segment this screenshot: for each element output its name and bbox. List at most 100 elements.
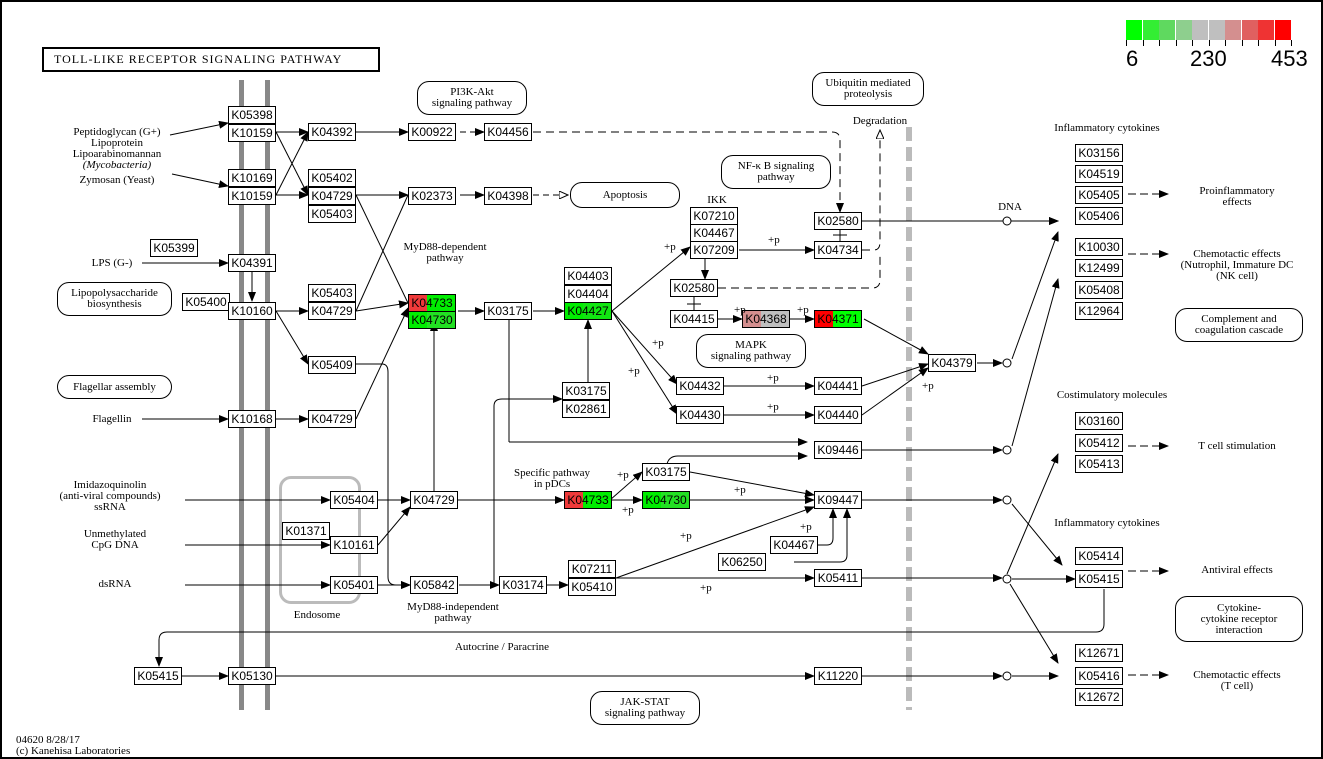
- gene-node[interactable]: K05409: [308, 356, 356, 374]
- gene-node[interactable]: K04729: [410, 491, 458, 509]
- gene-node[interactable]: K12964: [1075, 302, 1123, 320]
- gene-node[interactable]: K04404: [564, 285, 612, 303]
- gene-node[interactable]: K02861: [562, 400, 610, 418]
- gene-node[interactable]: K05412: [1075, 434, 1123, 452]
- gene-node[interactable]: K11220: [814, 667, 862, 685]
- gene-node[interactable]: K10168: [228, 410, 276, 428]
- gene-node[interactable]: K05398: [228, 106, 276, 124]
- gene-node-label: K04379: [931, 356, 973, 370]
- gene-node[interactable]: K04398: [484, 187, 532, 205]
- gene-node[interactable]: K03156: [1075, 144, 1123, 162]
- gene-node[interactable]: K04467: [770, 536, 818, 554]
- gene-node[interactable]: K05413: [1075, 455, 1123, 473]
- gene-node[interactable]: K04730: [642, 491, 690, 509]
- expression-fill-left: [565, 492, 584, 508]
- gene-node[interactable]: K04403: [564, 267, 612, 285]
- gene-node[interactable]: K03175: [642, 463, 690, 481]
- map-link-jakstat[interactable]: JAK-STAT signaling pathway: [590, 691, 700, 725]
- map-link-flagellar[interactable]: Flagellar assembly: [57, 375, 172, 399]
- label-lps: LPS (G-): [91, 257, 133, 269]
- gene-node[interactable]: K01371: [282, 522, 330, 540]
- gene-node[interactable]: K04467: [690, 224, 738, 242]
- gene-node[interactable]: K05414: [1075, 547, 1123, 565]
- gene-node[interactable]: K03160: [1075, 412, 1123, 430]
- gene-node[interactable]: K04734: [814, 241, 862, 259]
- gene-node[interactable]: K04729: [308, 410, 356, 428]
- phosphorylation-label: +p: [664, 241, 676, 253]
- gene-node[interactable]: K05416: [1075, 667, 1123, 685]
- gene-node[interactable]: K12499: [1075, 259, 1123, 277]
- gene-node[interactable]: K04430: [676, 406, 724, 424]
- gene-node[interactable]: K03175: [484, 302, 532, 320]
- gene-node[interactable]: K04391: [228, 254, 276, 272]
- gene-node[interactable]: K10160: [228, 302, 276, 320]
- gene-node[interactable]: K03174: [499, 576, 547, 594]
- gene-node[interactable]: K10169: [228, 169, 276, 187]
- gene-node-label: K10030: [1078, 240, 1120, 254]
- gene-node[interactable]: K04456: [484, 123, 532, 141]
- gene-node[interactable]: K05401: [330, 576, 378, 594]
- gene-node[interactable]: K04415: [670, 310, 718, 328]
- gene-node[interactable]: K04729: [308, 187, 356, 205]
- gene-node[interactable]: K09446: [814, 441, 862, 459]
- map-link-lps_bio[interactable]: Lipopolysaccharide biosynthesis: [57, 282, 172, 316]
- gene-node[interactable]: K05415: [134, 667, 182, 685]
- gene-node[interactable]: K04368: [742, 310, 790, 328]
- gene-node[interactable]: K07211: [568, 560, 616, 578]
- gene-node-label: K04432: [679, 379, 721, 393]
- gene-node[interactable]: K05403: [308, 284, 356, 302]
- gene-node[interactable]: K00922: [408, 123, 456, 141]
- gene-node[interactable]: K02580: [670, 279, 718, 297]
- gene-node[interactable]: K07209: [690, 241, 738, 259]
- gene-node[interactable]: K10159: [228, 124, 276, 142]
- gene-node[interactable]: K05405: [1075, 186, 1123, 204]
- gene-node[interactable]: K10159: [228, 187, 276, 205]
- gene-node[interactable]: K04427: [564, 302, 612, 320]
- gene-node[interactable]: K05130: [228, 667, 276, 685]
- gene-node[interactable]: K05410: [568, 578, 616, 596]
- gene-node[interactable]: K02373: [408, 187, 456, 205]
- gene-node-label: K00922: [411, 125, 453, 139]
- gene-node[interactable]: K09447: [814, 491, 862, 509]
- gene-node[interactable]: K04519: [1075, 165, 1123, 183]
- gene-node-label: K05413: [1078, 457, 1120, 471]
- gene-node[interactable]: K04392: [308, 123, 356, 141]
- gene-node[interactable]: K05403: [308, 205, 356, 223]
- gene-node[interactable]: K04441: [814, 377, 862, 395]
- gene-node[interactable]: K05411: [814, 569, 862, 587]
- gene-node[interactable]: K04432: [676, 377, 724, 395]
- map-link-ubiquitin[interactable]: Ubiquitin mediated proteolysis: [812, 72, 924, 106]
- gene-node[interactable]: K05406: [1075, 207, 1123, 225]
- gene-node[interactable]: K10030: [1075, 238, 1123, 256]
- gene-node[interactable]: K05408: [1075, 281, 1123, 299]
- gene-node[interactable]: K12672: [1075, 688, 1123, 706]
- gene-node[interactable]: K05404: [330, 491, 378, 509]
- gene-node[interactable]: K05402: [308, 169, 356, 187]
- gene-node[interactable]: K02580: [814, 212, 862, 230]
- gene-node[interactable]: K04733: [564, 491, 612, 509]
- gene-node[interactable]: K10161: [330, 536, 378, 554]
- gene-node[interactable]: K04733: [408, 294, 456, 312]
- gene-node[interactable]: K04379: [928, 354, 976, 372]
- gene-node[interactable]: K05399: [150, 239, 198, 257]
- gene-node[interactable]: K03175: [562, 382, 610, 400]
- gene-node[interactable]: K07210: [690, 207, 738, 225]
- label-chemotactic-2: Chemotactic effects (T cell): [1193, 669, 1281, 692]
- gene-node[interactable]: K04371: [814, 310, 862, 328]
- gene-node[interactable]: K05415: [1075, 570, 1123, 588]
- gene-node[interactable]: K04729: [308, 302, 356, 320]
- map-link-cytokine[interactable]: Cytokine- cytokine receptor interaction: [1175, 596, 1303, 642]
- map-link-complement[interactable]: Complement and coagulation cascade: [1175, 308, 1303, 342]
- map-link-nfkb[interactable]: NF-κ B signaling pathway: [721, 155, 831, 189]
- gene-node-label: K03175: [645, 465, 687, 479]
- gene-node[interactable]: K06250: [718, 553, 766, 571]
- gene-node[interactable]: K12671: [1075, 644, 1123, 662]
- gene-node-label: K05409: [311, 358, 353, 372]
- map-link-apoptosis[interactable]: Apoptosis: [570, 182, 680, 208]
- gene-node[interactable]: K05400: [182, 293, 230, 311]
- gene-node[interactable]: K04730: [408, 311, 456, 329]
- gene-node[interactable]: K05842: [410, 576, 458, 594]
- gene-node[interactable]: K04440: [814, 406, 862, 424]
- map-link-pi3k[interactable]: PI3K-Akt signaling pathway: [417, 81, 527, 115]
- map-link-mapk[interactable]: MAPK signaling pathway: [696, 334, 806, 368]
